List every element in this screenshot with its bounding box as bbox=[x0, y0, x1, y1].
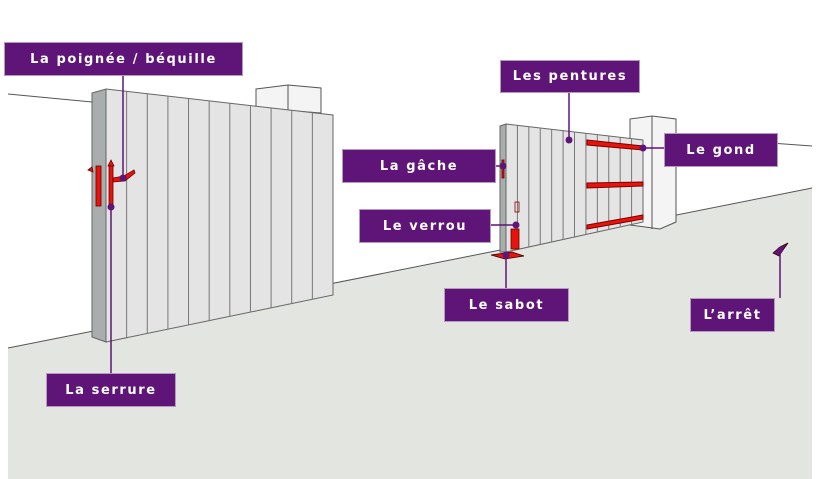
ground bbox=[8, 188, 812, 479]
label-verrou: Le verrou bbox=[359, 209, 491, 243]
leader-lines bbox=[110, 76, 781, 373]
right-gate-edge bbox=[499, 123, 507, 253]
label-serrure: La serrure bbox=[46, 373, 176, 407]
leader-dots bbox=[107, 136, 783, 259]
label-sabot: Le sabot bbox=[444, 288, 569, 322]
wall-line-left bbox=[7, 93, 93, 103]
left-gate-edge bbox=[91, 88, 107, 343]
label-arret: L’arrêt bbox=[690, 298, 775, 332]
left-gate-planks bbox=[126, 91, 313, 338]
label-poignee: La poignée / béquille bbox=[4, 42, 243, 76]
label-gond: Le gond bbox=[664, 133, 778, 167]
label-pentures: Les pentures bbox=[500, 60, 640, 93]
label-gache: La gâche bbox=[342, 149, 496, 183]
left-gate-panel bbox=[105, 88, 334, 343]
